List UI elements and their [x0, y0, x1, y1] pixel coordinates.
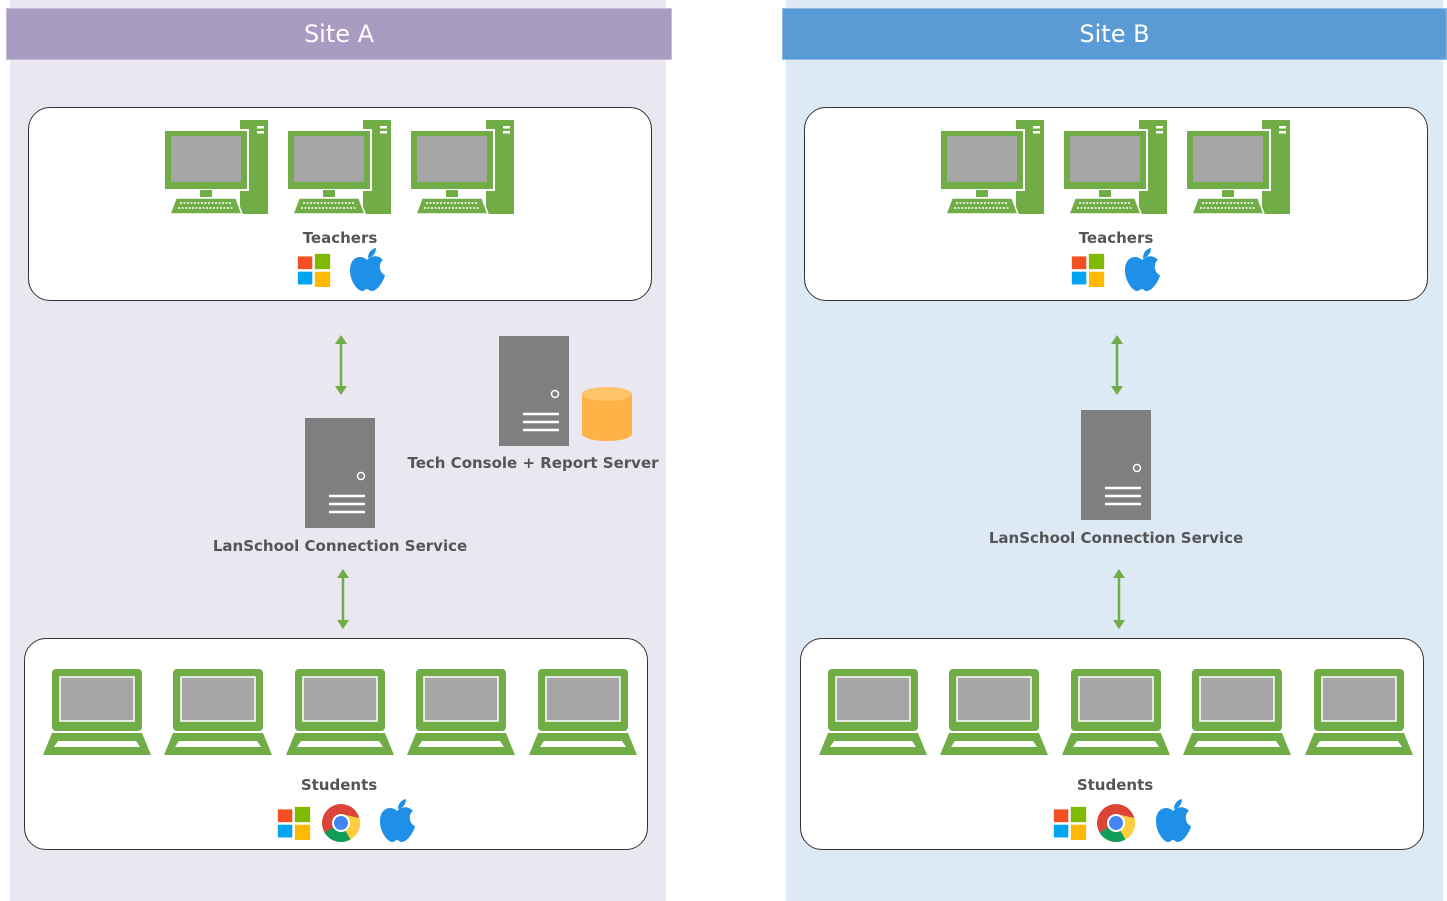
- student-laptop-icon: [528, 667, 638, 757]
- apple-icon: [377, 799, 417, 843]
- site-a-students-label: Students: [300, 776, 378, 794]
- student-laptop-icon: [1304, 667, 1414, 757]
- bidirectional-arrow-icon: [1107, 335, 1127, 395]
- student-laptop-icon: [818, 667, 928, 757]
- student-laptop-icon: [939, 667, 1049, 757]
- teacher-desktop-icon: [408, 118, 518, 214]
- site-a-teachers-label: Teachers: [302, 229, 378, 247]
- student-laptop-icon: [406, 667, 516, 757]
- windows-icon: [1071, 253, 1105, 287]
- student-laptop-icon: [163, 667, 273, 757]
- windows-icon: [1053, 806, 1087, 840]
- bidirectional-arrow-icon: [333, 569, 353, 629]
- windows-icon: [297, 253, 331, 287]
- server-icon: [499, 336, 569, 446]
- student-laptop-icon: [1182, 667, 1292, 757]
- apple-icon: [1153, 799, 1193, 843]
- teacher-desktop-icon: [162, 118, 272, 214]
- site-a-connection-service-label: LanSchool Connection Service: [212, 537, 468, 555]
- bidirectional-arrow-icon: [331, 335, 351, 395]
- site-b-students-label: Students: [1076, 776, 1154, 794]
- site-b-teachers-label: Teachers: [1078, 229, 1154, 247]
- chrome-icon: [321, 803, 361, 843]
- apple-icon: [1122, 248, 1162, 292]
- database-icon: [581, 386, 633, 442]
- teacher-desktop-icon: [285, 118, 395, 214]
- windows-icon: [277, 806, 311, 840]
- server-icon: [305, 418, 375, 528]
- teacher-desktop-icon: [1184, 118, 1294, 214]
- student-laptop-icon: [285, 667, 395, 757]
- student-laptop-icon: [42, 667, 152, 757]
- site-a-title: Site A: [6, 8, 672, 60]
- apple-icon: [347, 248, 387, 292]
- bidirectional-arrow-icon: [1109, 569, 1129, 629]
- chrome-icon: [1096, 803, 1136, 843]
- site-b-connection-service-label: LanSchool Connection Service: [988, 529, 1244, 547]
- server-icon: [1081, 410, 1151, 520]
- teacher-desktop-icon: [1061, 118, 1171, 214]
- student-laptop-icon: [1061, 667, 1171, 757]
- teacher-desktop-icon: [938, 118, 1048, 214]
- tech-console-label: Tech Console + Report Server: [407, 454, 659, 472]
- site-b-title: Site B: [782, 8, 1447, 60]
